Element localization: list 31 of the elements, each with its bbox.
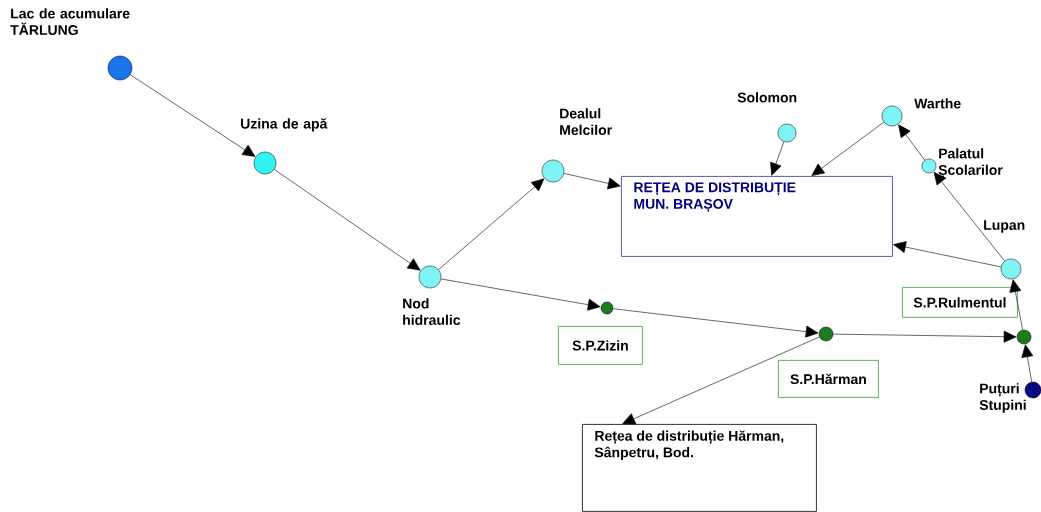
arrow [898, 124, 925, 161]
station-circle [818, 326, 834, 342]
distribution-box: Rețea de distribuție Hărman, Sânpetru, Bod. [582, 424, 817, 512]
arrow [933, 171, 1005, 262]
arrow [770, 141, 785, 176]
arrow [129, 74, 256, 157]
station-box: S.P.Zizin [558, 326, 643, 365]
station-label: Palatul Școlarilor [938, 148, 1003, 179]
station-label: Nod hidraulic [403, 298, 461, 325]
arrow [1021, 344, 1034, 383]
station-label: Solomon [737, 92, 797, 103]
station-label: Warthe [914, 98, 961, 109]
arrow [438, 178, 545, 270]
arrow [1009, 279, 1023, 331]
arrow [612, 308, 819, 338]
arrow [893, 241, 1002, 268]
arrow [440, 278, 601, 311]
station-label: Dealul Melcilor [560, 108, 612, 135]
arrow [563, 173, 621, 190]
station-box: S.P.Hărman [778, 360, 879, 398]
arrow [273, 169, 421, 271]
station-box: S.P.Rulmentul [902, 287, 1018, 318]
station-label: Lupan [984, 220, 1025, 233]
arrow [832, 330, 1017, 343]
station-label: Uzina de apă [241, 118, 328, 132]
station-circle [1016, 329, 1032, 345]
station-label: Puțuri Stupini [979, 383, 1026, 413]
distribution-box: REȚEA DE DISTRIBUȚIE MUN. BRAȘOV [621, 176, 893, 257]
station-label: Lac de acumulare TĂRLUNG [10, 8, 130, 35]
arrow [622, 336, 820, 425]
arrow [811, 121, 885, 176]
